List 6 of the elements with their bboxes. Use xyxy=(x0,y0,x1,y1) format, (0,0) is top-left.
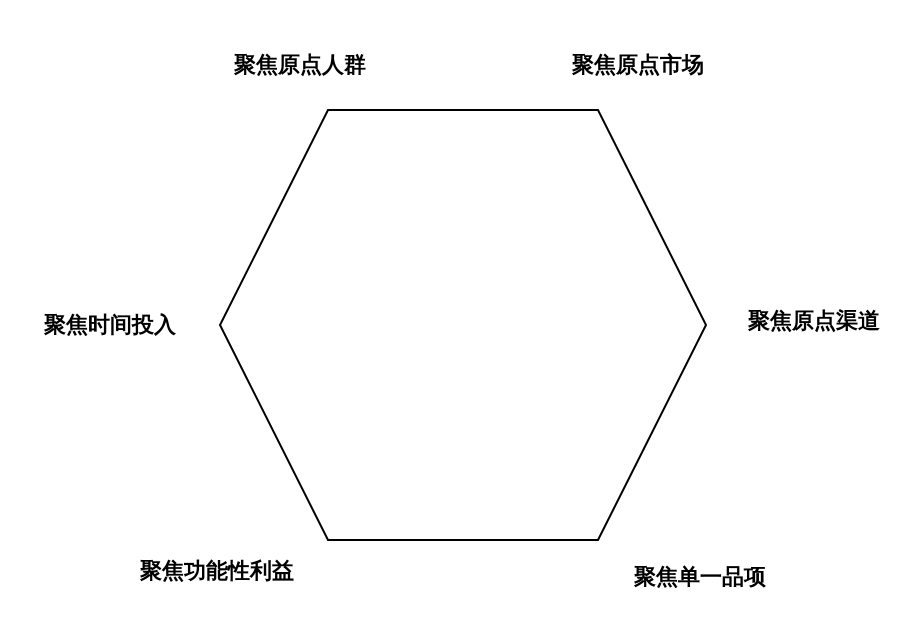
vertex-label: 聚焦原点市场 xyxy=(572,52,704,80)
vertex-label: 聚焦功能性利益 xyxy=(140,558,294,586)
vertex-label: 聚焦原点人群 xyxy=(234,52,366,80)
vertex-label: 聚焦单一品项 xyxy=(634,564,766,592)
vertex-label: 聚焦时间投入 xyxy=(44,312,176,340)
vertex-label: 聚焦原点渠道 xyxy=(748,308,880,336)
